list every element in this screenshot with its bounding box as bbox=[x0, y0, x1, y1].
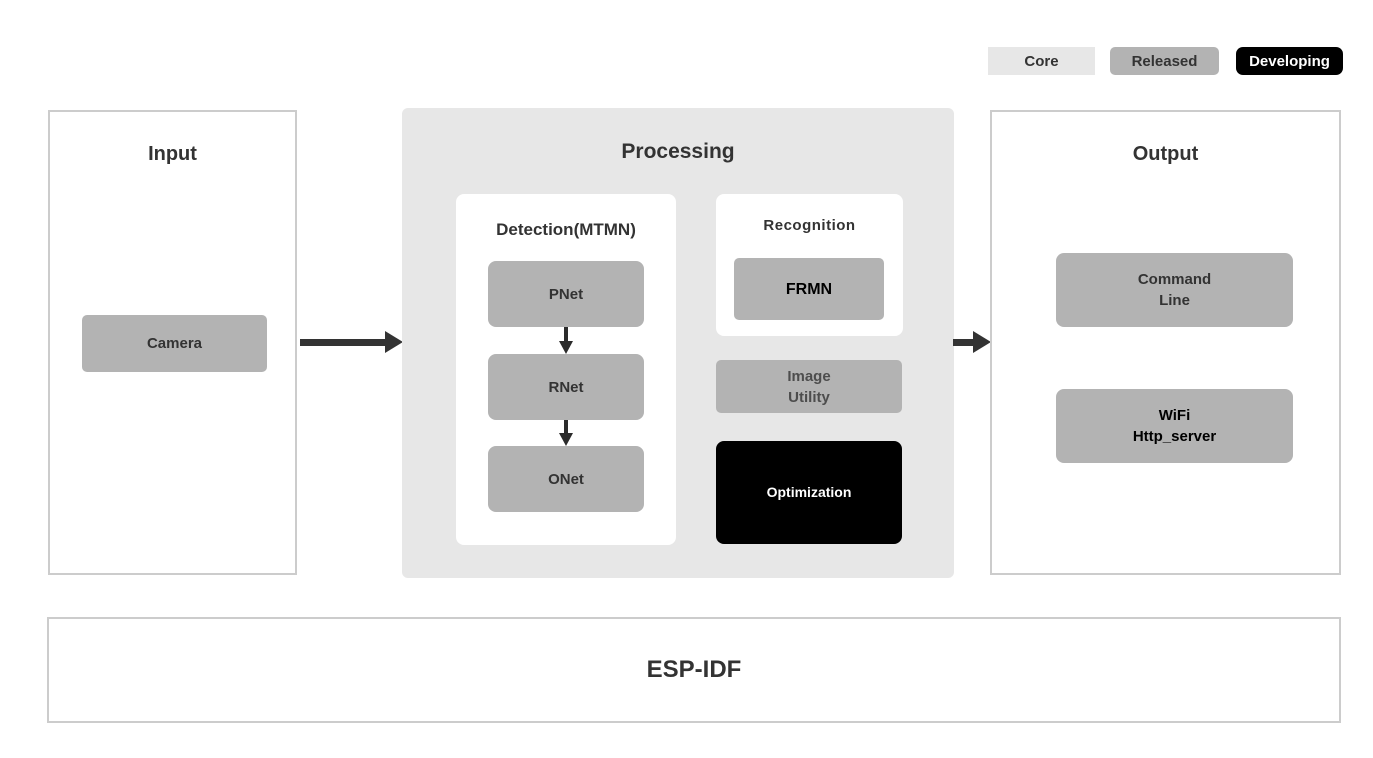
wifi-http-server-node: WiFi Http_server bbox=[1056, 389, 1293, 463]
legend-developing-label: Developing bbox=[1249, 52, 1330, 70]
processing-panel-title: Processing bbox=[621, 140, 735, 163]
flow-arrow-processing-to-output-head bbox=[973, 331, 991, 353]
flow-arrow-pnet-to-rnet-head bbox=[559, 341, 573, 354]
processing-panel: Processing Detection(MTMN) PNet RNet ONe… bbox=[402, 108, 954, 578]
output-panel: Output Command Line WiFi Http_server bbox=[990, 110, 1341, 575]
image-utility-node: Image Utility bbox=[716, 360, 902, 413]
legend-developing-badge: Developing bbox=[1236, 47, 1343, 75]
input-panel: Input Camera bbox=[48, 110, 297, 575]
recognition-group-title: Recognition bbox=[763, 217, 856, 234]
rnet-node: RNet bbox=[488, 354, 644, 420]
pnet-node: PNet bbox=[488, 261, 644, 327]
input-panel-title: Input bbox=[148, 143, 197, 165]
output-panel-title: Output bbox=[1132, 143, 1199, 165]
detection-group: Detection(MTMN) PNet RNet ONet bbox=[456, 194, 676, 545]
detection-group-title: Detection(MTMN) bbox=[496, 220, 636, 239]
camera-node: Camera bbox=[82, 315, 267, 372]
recognition-group: Recognition FRMN bbox=[716, 194, 903, 336]
esp-idf-panel: ESP-IDF bbox=[47, 617, 1341, 723]
frmn-node: FRMN bbox=[734, 258, 884, 320]
legend-core-label: Core bbox=[1024, 52, 1059, 70]
flow-arrow-rnet-to-onet-head bbox=[559, 433, 573, 446]
esp-idf-title: ESP-IDF bbox=[646, 656, 742, 683]
flow-arrow-input-to-processing-head bbox=[385, 331, 403, 353]
flow-arrow-pnet-to-rnet-stem bbox=[564, 327, 568, 341]
legend-released-badge: Released bbox=[1110, 47, 1219, 75]
command-line-node: Command Line bbox=[1056, 253, 1293, 327]
legend-released-label: Released bbox=[1131, 52, 1198, 70]
flow-arrow-rnet-to-onet-stem bbox=[564, 420, 568, 434]
optimization-node: Optimization bbox=[716, 441, 902, 544]
legend-core-badge: Core bbox=[988, 47, 1095, 75]
flow-arrow-processing-to-output-stem bbox=[953, 339, 973, 346]
flow-arrow-input-to-processing-stem bbox=[300, 339, 385, 346]
onet-node: ONet bbox=[488, 446, 644, 512]
